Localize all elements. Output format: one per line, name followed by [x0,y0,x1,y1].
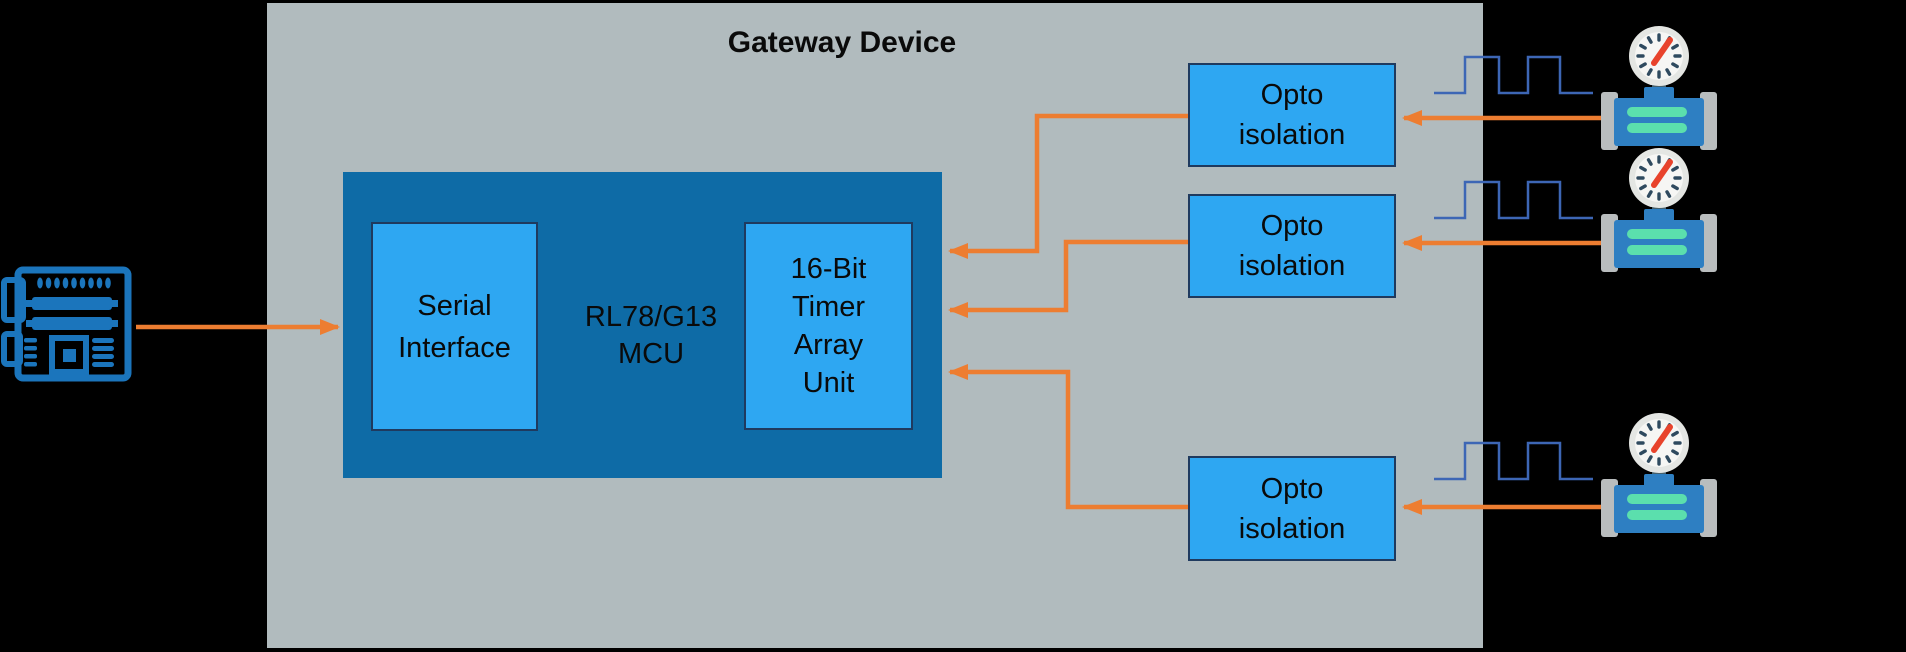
mcu-label: RL78/G13 MCU [566,299,736,373]
opto-label-line2: isolation [1238,512,1346,545]
gateway-device-title: Gateway Device [727,26,957,59]
timer-unit-line3: Array [793,329,864,361]
opto-label-line1: Opto [1260,79,1324,111]
opto-label-line1: Opto [1260,210,1324,242]
flow-meter-icon-2 [1601,148,1717,272]
opto-label-line2: isolation [1238,119,1346,151]
circuit-board-icon [1,266,132,382]
timer-unit-line1: 16-Bit [790,253,867,285]
opto-isolation-box-1: Opto isolation [1188,63,1396,167]
serial-interface-line2: Interface [398,331,511,364]
mcu-label-line2: MCU [617,338,685,370]
timer-unit-line4: Unit [802,367,855,399]
serial-interface-box: Serial Interface [371,222,538,431]
opto-label-line2: isolation [1238,250,1346,282]
opto-isolation-box-2: Opto isolation [1188,194,1396,298]
opto-isolation-box-3: Opto isolation [1188,456,1396,561]
timer-array-unit-box: 16-Bit Timer Array Unit [744,222,913,430]
flow-meter-icon-3 [1601,413,1717,537]
opto-label-line1: Opto [1260,472,1324,505]
flow-meter-icon-1 [1601,26,1717,150]
mcu-label-line1: RL78/G13 [584,301,718,333]
timer-unit-line2: Timer [791,291,866,323]
serial-interface-line1: Serial [417,289,492,322]
